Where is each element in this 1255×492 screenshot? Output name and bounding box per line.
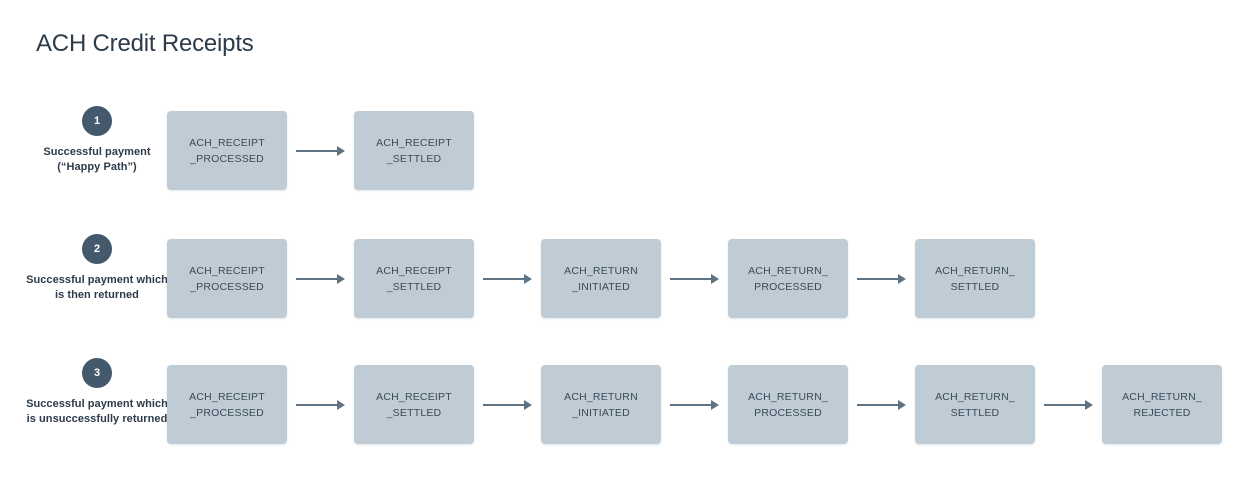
arrow-head <box>1085 399 1093 410</box>
flow-chain-2: ACH_RECEIPT _PROCESSED ACH_RECEIPT _SETT… <box>167 239 1035 318</box>
flow-arrow-icon <box>474 399 541 410</box>
row-legend-2: 2 Successful payment which is then retur… <box>22 234 172 303</box>
flow-node-label: ACH_RECEIPT _PROCESSED <box>189 136 265 165</box>
flow-node[interactable]: ACH_RECEIPT _SETTLED <box>354 111 474 190</box>
flow-node-label: ACH_RETURN_ SETTLED <box>935 264 1015 293</box>
arrow-head <box>337 399 345 410</box>
arrow-head <box>524 399 532 410</box>
arrow-shaft <box>483 277 526 280</box>
flow-node-label: ACH_RETURN_ PROCESSED <box>748 390 828 419</box>
arrow-shaft <box>670 403 713 406</box>
flow-node[interactable]: ACH_RETURN _INITIATED <box>541 239 661 318</box>
flow-node[interactable]: ACH_RECEIPT _SETTLED <box>354 239 474 318</box>
arrow-head <box>337 273 345 284</box>
flow-node[interactable]: ACH_RETURN_ REJECTED <box>1102 365 1222 444</box>
flow-node-label: ACH_RECEIPT _SETTLED <box>376 136 452 165</box>
row-caption-1: Successful payment (“Happy Path”) <box>43 146 151 173</box>
arrow-shaft <box>296 277 339 280</box>
row-legend-3: 3 Successful payment which is unsuccessf… <box>22 358 172 427</box>
arrow-shaft <box>483 403 526 406</box>
arrow-shaft <box>857 403 900 406</box>
flow-row-1: 1 Successful payment (“Happy Path”) ACH_… <box>0 106 1255 191</box>
arrow-shaft <box>670 277 713 280</box>
flow-node-label: ACH_RETURN _INITIATED <box>564 264 638 293</box>
flow-node-label: ACH_RECEIPT _SETTLED <box>376 390 452 419</box>
flow-node[interactable]: ACH_RETURN_ SETTLED <box>915 365 1035 444</box>
flow-arrow-icon <box>287 145 354 156</box>
flow-chain-1: ACH_RECEIPT _PROCESSED ACH_RECEIPT _SETT… <box>167 111 474 190</box>
flow-arrow-icon <box>287 399 354 410</box>
flow-arrow-icon <box>661 273 728 284</box>
arrow-shaft <box>296 403 339 406</box>
arrow-shaft <box>1044 403 1087 406</box>
arrow-head <box>337 145 345 156</box>
arrow-shaft <box>296 149 339 152</box>
flow-chain-3: ACH_RECEIPT _PROCESSED ACH_RECEIPT _SETT… <box>167 365 1222 444</box>
arrow-head <box>524 273 532 284</box>
step-badge-1: 1 <box>82 106 112 136</box>
flow-node[interactable]: ACH_RETURN_ SETTLED <box>915 239 1035 318</box>
flow-arrow-icon <box>1035 399 1102 410</box>
flow-node-label: ACH_RECEIPT _PROCESSED <box>189 264 265 293</box>
flow-arrow-icon <box>848 399 915 410</box>
flow-arrow-icon <box>474 273 541 284</box>
flow-node-label: ACH_RETURN_ SETTLED <box>935 390 1015 419</box>
row-legend-1: 1 Successful payment (“Happy Path”) <box>22 106 172 175</box>
row-caption-3: Successful payment which is unsuccessful… <box>26 398 168 425</box>
arrow-head <box>711 273 719 284</box>
flow-node-label: ACH_RETURN _INITIATED <box>564 390 638 419</box>
arrow-shaft <box>857 277 900 280</box>
flow-row-3: 3 Successful payment which is unsuccessf… <box>0 358 1255 445</box>
flow-node-label: ACH_RECEIPT _PROCESSED <box>189 390 265 419</box>
flow-arrow-icon <box>661 399 728 410</box>
flow-node[interactable]: ACH_RECEIPT _PROCESSED <box>167 111 287 190</box>
flow-node-label: ACH_RETURN_ PROCESSED <box>748 264 828 293</box>
arrow-head <box>898 273 906 284</box>
flow-node[interactable]: ACH_RECEIPT _PROCESSED <box>167 365 287 444</box>
flow-node[interactable]: ACH_RECEIPT _SETTLED <box>354 365 474 444</box>
step-badge-2: 2 <box>82 234 112 264</box>
flow-row-2: 2 Successful payment which is then retur… <box>0 234 1255 319</box>
flow-node[interactable]: ACH_RETURN _INITIATED <box>541 365 661 444</box>
flow-node[interactable]: ACH_RECEIPT _PROCESSED <box>167 239 287 318</box>
row-caption-2: Successful payment which is then returne… <box>26 274 168 301</box>
flow-node[interactable]: ACH_RETURN_ PROCESSED <box>728 239 848 318</box>
arrow-head <box>711 399 719 410</box>
flow-node[interactable]: ACH_RETURN_ PROCESSED <box>728 365 848 444</box>
flow-node-label: ACH_RECEIPT _SETTLED <box>376 264 452 293</box>
flow-arrow-icon <box>848 273 915 284</box>
flow-arrow-icon <box>287 273 354 284</box>
arrow-head <box>898 399 906 410</box>
page-title: ACH Credit Receipts <box>36 30 254 57</box>
step-badge-3: 3 <box>82 358 112 388</box>
flow-node-label: ACH_RETURN_ REJECTED <box>1122 390 1202 419</box>
